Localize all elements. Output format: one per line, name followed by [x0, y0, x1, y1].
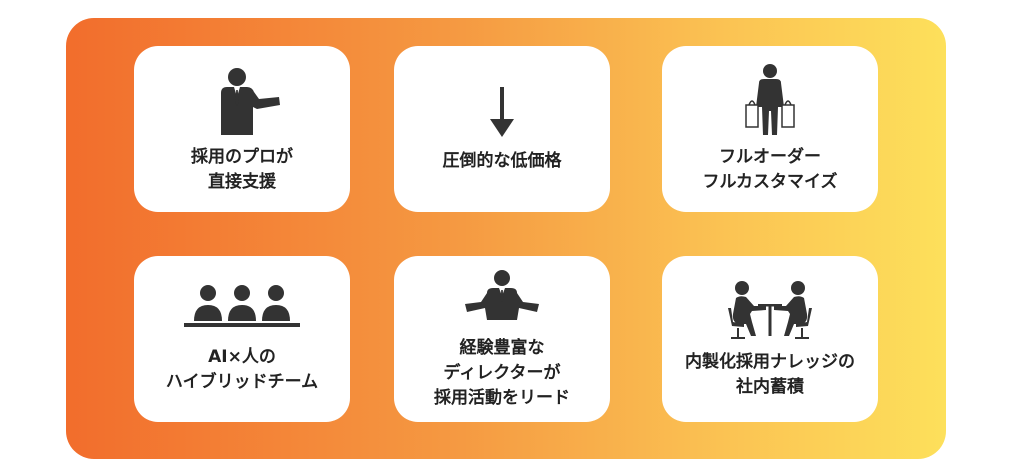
feature-card-hybrid-team: AI×人の ハイブリッドチーム — [134, 256, 350, 422]
down-arrow-icon — [490, 86, 514, 137]
feature-card-recruiting-pro: 採用のプロが 直接支援 — [134, 46, 350, 212]
feature-card-low-price: 圧倒的な低価格 — [394, 46, 610, 212]
feature-label: 採用のプロが 直接支援 — [191, 147, 293, 192]
director-spread-arms-icon — [465, 269, 539, 320]
feature-label: AI×人の ハイブリッドチーム — [165, 347, 319, 392]
businessman-presenting-icon — [221, 68, 280, 135]
feature-label: フルオーダー フルカスタマイズ — [702, 147, 838, 192]
team-at-table-icon — [184, 285, 300, 327]
feature-card-full-order: フルオーダー フルカスタマイズ — [662, 46, 878, 212]
feature-label: 経験豊富な ディレクターが 採用活動をリード — [434, 337, 570, 408]
feature-card-experienced-director: 経験豊富な ディレクターが 採用活動をリード — [394, 256, 610, 422]
person-with-shopping-bags-icon — [745, 64, 795, 135]
feature-label: 圧倒的な低価格 — [442, 150, 562, 171]
feature-label: 内製化採用ナレッジの 社内蓄積 — [685, 352, 855, 397]
feature-card-inhouse-knowledge: 内製化採用ナレッジの 社内蓄積 — [662, 256, 878, 422]
meeting-at-desk-icon — [728, 281, 812, 339]
